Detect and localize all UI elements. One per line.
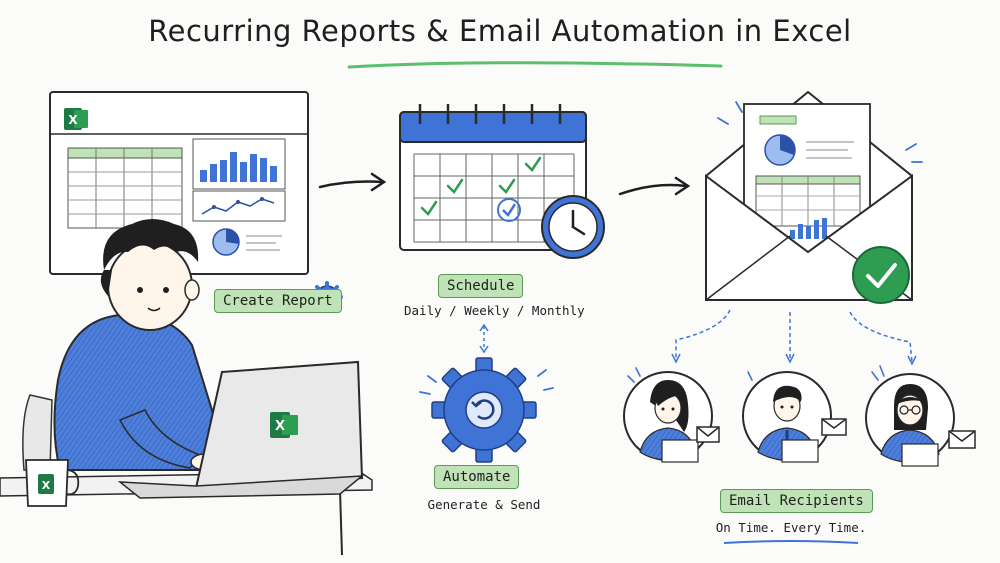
line-chart-icon (192, 190, 286, 222)
svg-text:X: X (275, 419, 285, 434)
email-recipients-label: Email Recipients (720, 489, 873, 513)
sparkle-icon (419, 369, 554, 395)
automate-label: Automate (434, 465, 520, 489)
mail-icon (948, 430, 976, 449)
arrow-icon (618, 176, 691, 196)
recipient-avatar (742, 371, 832, 463)
calendar-icon (399, 104, 587, 251)
schedule-caption: Daily / Weekly / Monthly (404, 303, 585, 318)
excel-logo-icon: X (64, 108, 88, 130)
email-recipients-caption: On Time. Every Time. (715, 520, 867, 535)
person-at-laptop (22, 219, 220, 471)
sparkle-icon (627, 365, 885, 383)
dashed-arrow-icon (479, 323, 489, 354)
automate-gear-icon (431, 357, 537, 463)
mail-icon (821, 418, 847, 436)
automate-caption: Generate & Send (427, 497, 541, 512)
laptop: X (117, 360, 365, 499)
clock-icon (541, 195, 605, 259)
bar-chart-icon (192, 138, 286, 190)
dashed-arrow-icon (671, 309, 917, 366)
check-badge-icon (852, 246, 910, 304)
spreadsheet-window: X (49, 91, 309, 275)
recipient-avatar (623, 371, 713, 463)
sparkle-icon (717, 101, 923, 163)
page-title: Recurring Reports & Email Automation in … (148, 14, 852, 48)
create-report-label: Create Report (214, 289, 342, 313)
recipient-avatar (865, 373, 955, 467)
schedule-label: Schedule (438, 274, 524, 298)
svg-text:X: X (68, 113, 78, 127)
mail-icon (696, 426, 720, 443)
svg-text:X: X (42, 479, 51, 492)
title-underline (347, 61, 723, 69)
laptop-excel-logo-icon: X (270, 412, 298, 438)
pie-chart-icon (212, 228, 282, 256)
sheet-grid (67, 147, 183, 229)
arrow-icon (318, 172, 387, 192)
excel-mug: X (25, 459, 80, 507)
caption-underline (723, 540, 859, 544)
